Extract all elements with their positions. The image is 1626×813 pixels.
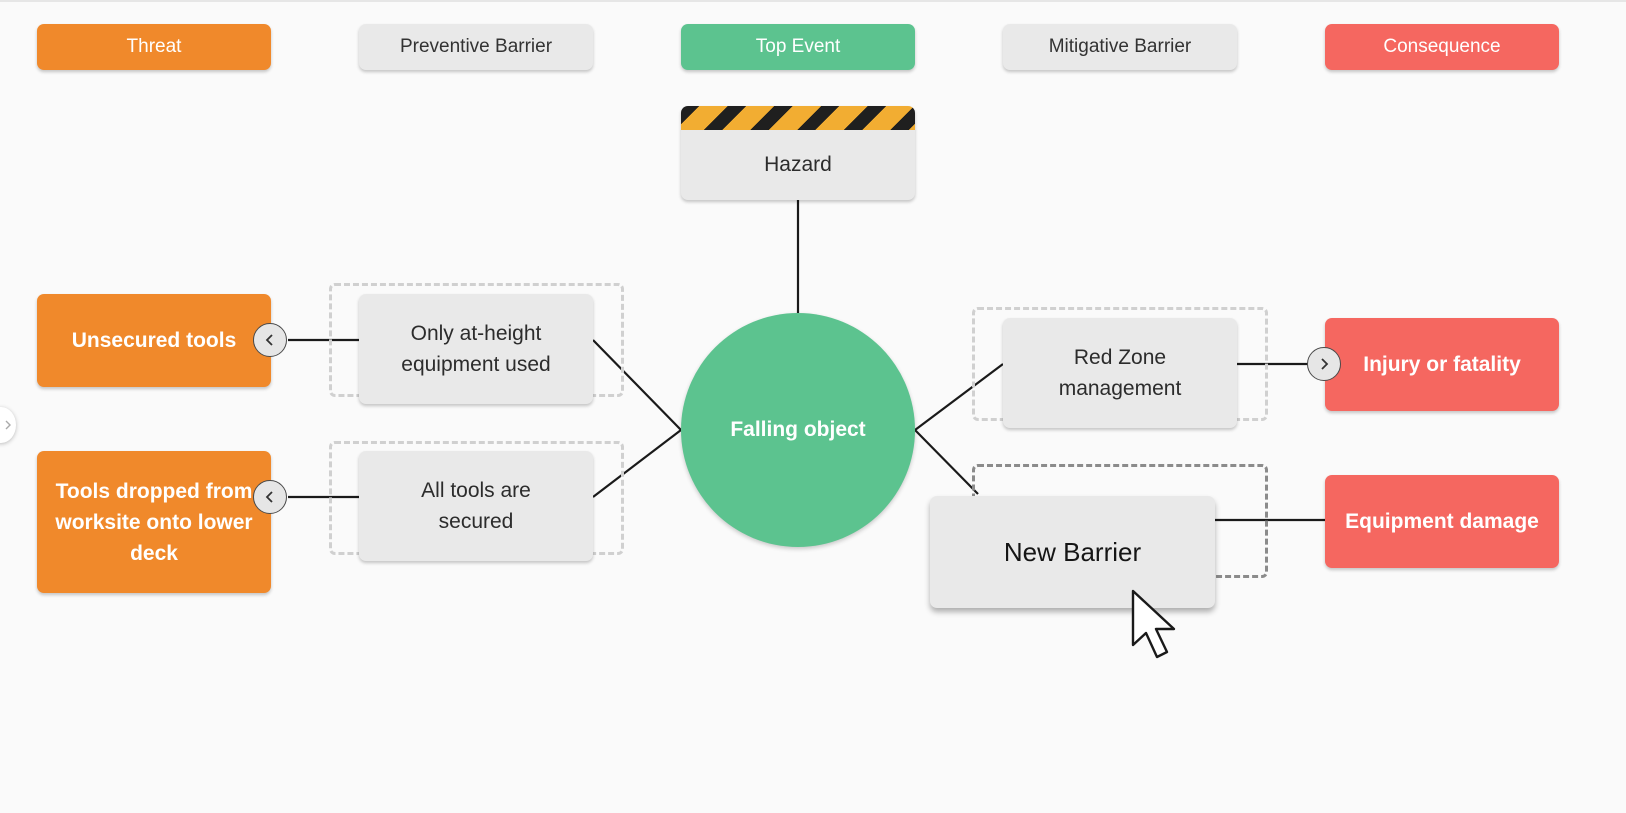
hazard-label: Hazard (764, 153, 832, 176)
chevron-right-icon (5, 420, 11, 430)
header-consequence[interactable]: Consequence (1325, 24, 1559, 70)
consequence-injury-or-fatality[interactable]: Injury or fatality (1325, 318, 1559, 411)
side-panel-toggle[interactable] (0, 407, 16, 443)
header-top-event[interactable]: Top Event (681, 24, 915, 70)
consequence-equipment-damage[interactable]: Equipment damage (1325, 475, 1559, 568)
header-mitigative-barrier[interactable]: Mitigative Barrier (1003, 24, 1237, 70)
link-top-event-mitigative (914, 363, 1004, 431)
mouse-pointer-icon (1131, 589, 1176, 659)
threat-tools-dropped[interactable]: Tools dropped from worksite onto lower d… (37, 451, 271, 593)
barrier-only-at-height-equipment[interactable]: Only at-height equipment used (359, 294, 593, 404)
barrier-red-zone-management[interactable]: Red Zone management (1003, 318, 1237, 428)
collapse-threat-1-button[interactable] (253, 323, 287, 357)
hazard-box[interactable]: Hazard (681, 106, 915, 200)
link-barrier2-top-event (592, 429, 682, 498)
chevron-right-icon (1321, 358, 1329, 370)
top-event-circle[interactable]: Falling object (681, 313, 915, 547)
link-top-event-new-barrier (914, 429, 979, 495)
new-barrier-card[interactable]: New Barrier (930, 496, 1215, 608)
link-barrier1-top-event (592, 339, 682, 431)
hazard-stripes (681, 106, 915, 130)
collapse-consequence-1-button[interactable] (1307, 347, 1341, 381)
chevron-left-icon (265, 491, 273, 503)
header-threat[interactable]: Threat (37, 24, 271, 70)
chevron-left-icon (265, 334, 273, 346)
collapse-threat-2-button[interactable] (253, 480, 287, 514)
header-preventive-barrier[interactable]: Preventive Barrier (359, 24, 593, 70)
top-border (0, 0, 1626, 2)
barrier-all-tools-secured[interactable]: All tools are secured (359, 451, 593, 561)
threat-unsecured-tools[interactable]: Unsecured tools (37, 294, 271, 387)
